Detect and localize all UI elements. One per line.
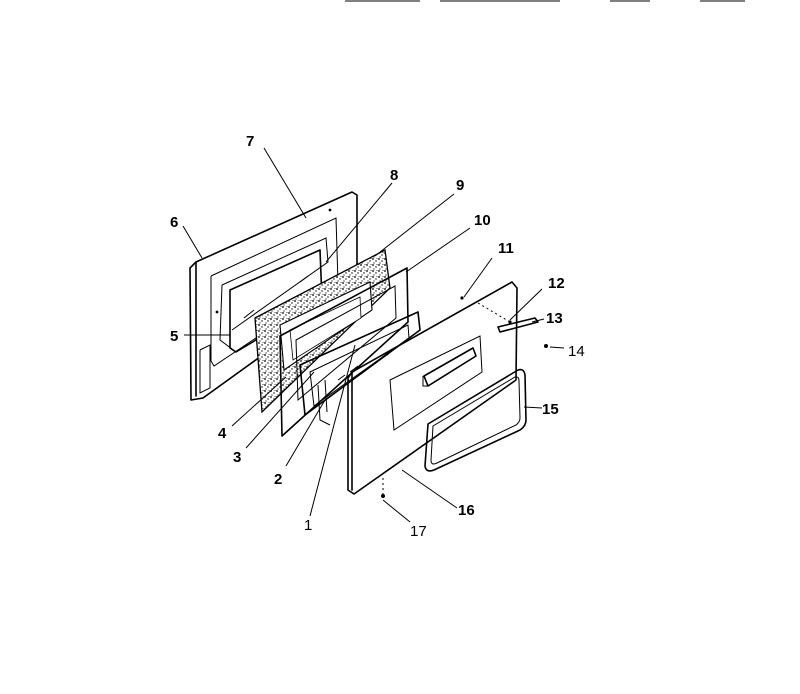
screws bbox=[381, 296, 548, 498]
callout-15: 15 bbox=[542, 401, 559, 418]
callout-3: 3 bbox=[233, 449, 241, 466]
callout-2: 2 bbox=[274, 471, 282, 488]
callout-6: 6 bbox=[170, 214, 178, 231]
callout-1: 1 bbox=[304, 517, 312, 534]
callout-11: 11 bbox=[498, 240, 514, 257]
part-16-outer-panel bbox=[347, 281, 518, 495]
callout-7: 7 bbox=[246, 133, 254, 150]
callout-12: 12 bbox=[548, 275, 565, 292]
callout-17: 17 bbox=[410, 523, 427, 540]
callout-10: 10 bbox=[474, 212, 491, 229]
part-10-frame bbox=[279, 267, 409, 437]
leader-lines bbox=[182, 147, 565, 523]
callout-5: 5 bbox=[170, 328, 178, 345]
callout-4: 4 bbox=[218, 425, 227, 442]
part-1-4-glass bbox=[299, 311, 421, 426]
part-15-gasket bbox=[424, 368, 527, 472]
part-13-handle-trim bbox=[497, 317, 539, 333]
callout-9: 9 bbox=[456, 177, 464, 194]
callout-14: 14 bbox=[568, 343, 585, 360]
callout-16: 16 bbox=[458, 502, 475, 519]
part-8-9-insulation bbox=[254, 248, 391, 414]
callout-13: 13 bbox=[546, 310, 563, 327]
callout-8: 8 bbox=[390, 167, 398, 184]
callout-labels: 1 2 3 4 5 6 7 8 9 10 11 12 13 14 15 16 1… bbox=[170, 133, 585, 540]
